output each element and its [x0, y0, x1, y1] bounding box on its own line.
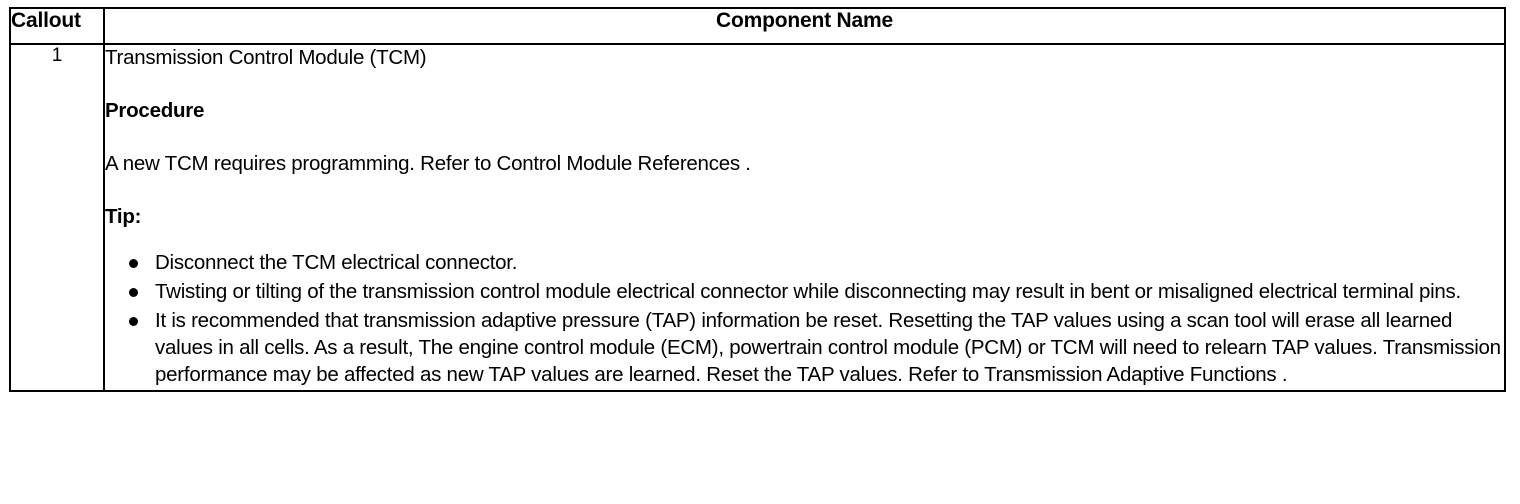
spacer — [105, 230, 1504, 249]
procedure-text: A new TCM requires programming. Refer to… — [105, 152, 751, 175]
bullet-icon — [129, 288, 138, 297]
tip-heading: Tip: — [105, 205, 142, 228]
list-item-text: Disconnect the TCM electrical connector. — [155, 251, 518, 274]
spacer — [105, 71, 1504, 98]
list-item-text: It is recommended that transmission adap… — [155, 309, 1501, 386]
list-item: It is recommended that transmission adap… — [105, 307, 1504, 388]
column-header-callout: Callout — [9, 7, 105, 45]
component-detail-cell: Transmission Control Module (TCM) Proced… — [103, 43, 1506, 392]
table-header: Callout Component Name — [9, 7, 1506, 45]
tip-list: Disconnect the TCM electrical connector.… — [105, 249, 1504, 388]
table-body: 1 Transmission Control Module (TCM) Proc… — [9, 43, 1506, 392]
list-item: Disconnect the TCM electrical connector. — [105, 249, 1504, 276]
spacer — [105, 124, 1504, 151]
component-table: Callout Component Name 1 Transmission Co… — [9, 7, 1506, 392]
list-item: Twisting or tilting of the transmission … — [105, 278, 1504, 305]
list-item-text: Twisting or tilting of the transmission … — [155, 280, 1462, 303]
column-header-component-name: Component Name — [103, 7, 1506, 45]
component-title: Transmission Control Module (TCM) — [105, 46, 427, 69]
procedure-heading: Procedure — [105, 99, 205, 122]
table-header-row: Callout Component Name — [9, 7, 1506, 45]
bullet-icon — [129, 259, 138, 268]
callout-number: 1 — [9, 43, 105, 392]
bullet-icon — [129, 317, 138, 326]
spacer — [105, 177, 1504, 204]
table-row: 1 Transmission Control Module (TCM) Proc… — [9, 43, 1506, 392]
